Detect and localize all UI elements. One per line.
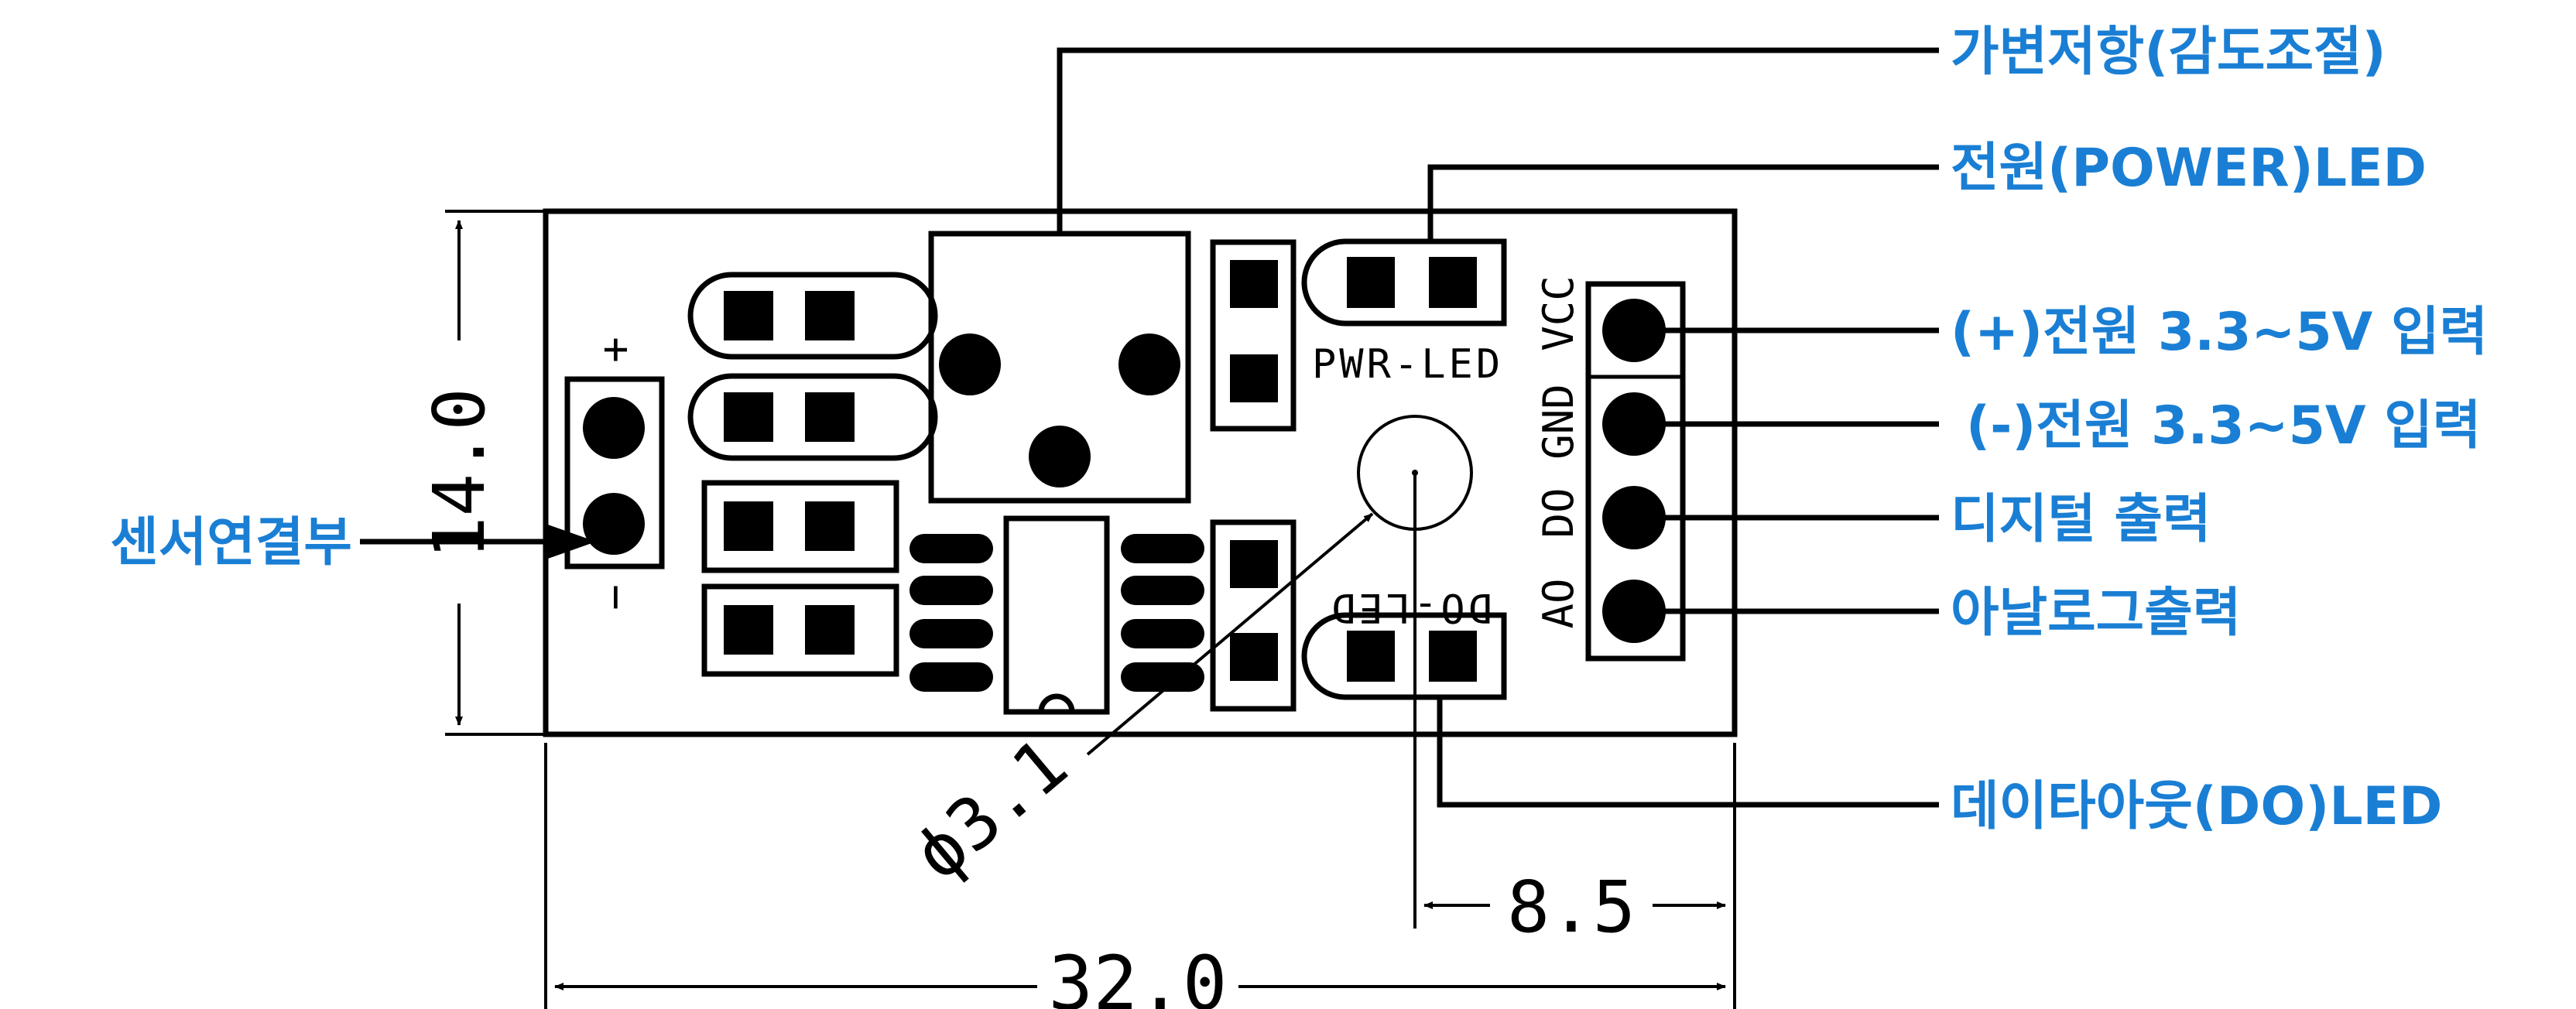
hole-leader	[1086, 512, 1374, 756]
pin-label-vcc: VCC	[1534, 275, 1583, 351]
sensor-connector: + −	[564, 337, 665, 611]
dimension-height-label: 14.0	[418, 388, 501, 559]
dimension-pin-offset	[1413, 473, 1726, 929]
pwr-led-label: PWR-LED	[1312, 341, 1503, 388]
potentiometer	[928, 231, 1191, 504]
pin-label-ao: AO	[1534, 578, 1583, 628]
callout-potentiometer: 가변저항(감도조절)	[1951, 22, 2386, 83]
callout-leaders	[1057, 47, 1939, 808]
callout-sensor-connector: 센서연결부	[110, 512, 352, 573]
power-led: PWR-LED	[1301, 238, 1507, 388]
do-led: DO-LED	[1301, 584, 1507, 700]
callout-labels: 가변저항(감도조절) 전원(POWER)LED (+)전원 3.3~5V 입력 …	[110, 22, 2488, 837]
callout-digital-out: 디지털 출력	[1951, 489, 2211, 550]
leader-do-led	[1437, 697, 1939, 808]
arrow-sensor-connector	[546, 524, 596, 559]
callout-vcc: (+)전원 3.3~5V 입력	[1951, 302, 2488, 363]
comparator-ic	[909, 515, 1204, 715]
dimension-width	[544, 743, 1736, 1009]
dimension-height	[445, 210, 546, 736]
pin-label-gnd: GND	[1534, 384, 1583, 460]
hole-diameter-label: ϕ3.1	[898, 723, 1083, 896]
smd-pads-left	[687, 272, 938, 677]
connector-minus-label: −	[590, 584, 640, 611]
callout-do-led: 데이타아웃(DO)LED	[1951, 776, 2442, 837]
connector-plus-label: +	[590, 337, 640, 363]
leader-potentiometer	[1057, 47, 1939, 234]
callout-analog-out: 아날로그출력	[1951, 583, 2241, 644]
dimension-pin-offset-label: 8.5	[1507, 866, 1636, 949]
leader-power-led	[1427, 164, 1939, 241]
pin-labels: VCC GND DO AO	[1534, 275, 1583, 628]
resistor-pads	[1210, 239, 1297, 712]
dimension-width-label: 32.0	[1048, 940, 1227, 1009]
callout-gnd: (-)전원 3.3~5V 입력	[1966, 395, 2481, 457]
pin-label-do: DO	[1534, 487, 1583, 538]
pin-header	[1585, 281, 1686, 662]
pcb-outline	[543, 208, 1738, 737]
do-led-label: DO-LED	[1328, 584, 1492, 631]
callout-power-led: 전원(POWER)LED	[1951, 138, 2427, 199]
